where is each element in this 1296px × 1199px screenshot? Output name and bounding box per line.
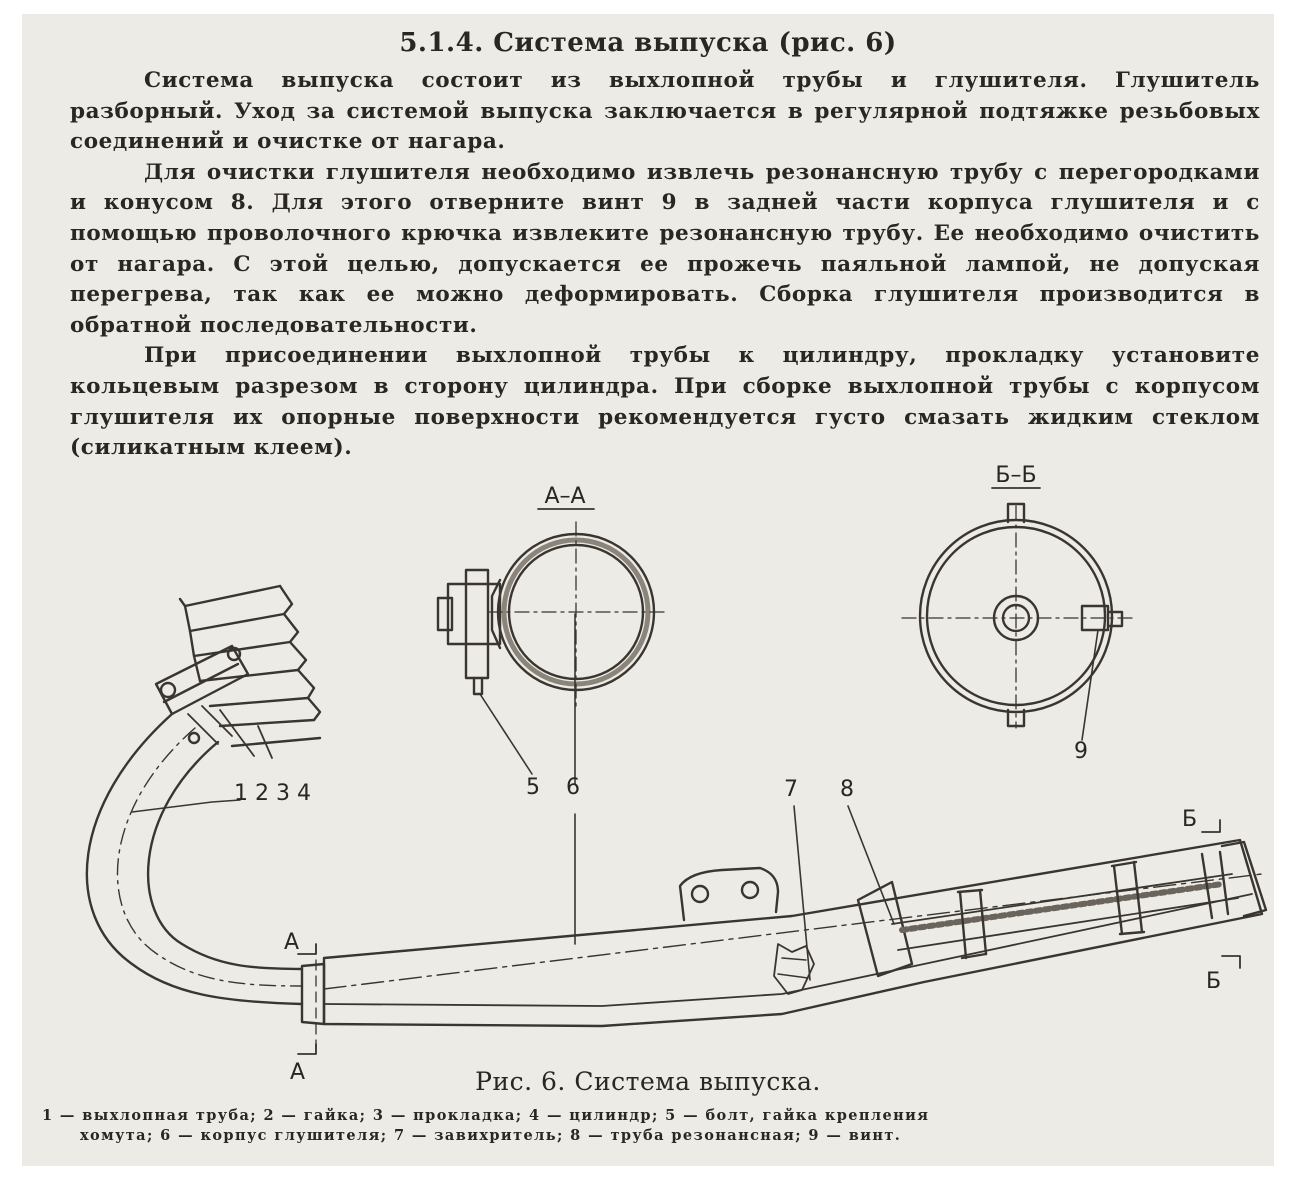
exhaust-system-drawing: А–А Б–Б <box>85 463 1268 1085</box>
legend-line-1: 1 — выхлопная труба; 2 — гайка; 3 — прок… <box>42 1107 930 1124</box>
section-bb: Б–Б <box>901 463 1135 741</box>
callout-5: 5 <box>526 775 540 800</box>
exhaust-flange <box>154 644 273 759</box>
callout-leaders <box>131 613 895 981</box>
cylinder-fins <box>178 584 322 748</box>
cut-marks <box>297 819 1241 1055</box>
section-aa-label: А–А <box>544 484 585 509</box>
paragraph-3: При присоединении выхлопной трубы к цили… <box>70 343 1260 461</box>
exhaust-pipe <box>85 712 326 1026</box>
section-heading: 5.1.4. Система выпуска (рис. 6) <box>399 28 897 58</box>
document-page: 5.1.4. Система выпуска (рис. 6) Система … <box>22 14 1274 1166</box>
figure-caption: Рис. 6. Система выпуска. <box>475 1067 821 1096</box>
callout-7: 7 <box>784 777 798 802</box>
paragraph-1: Система выпуска состоит из выхлопной тру… <box>70 68 1260 155</box>
paragraph-2: Для очистки глушителя необходимо извлечь… <box>70 159 1260 338</box>
section-bb-label: Б–Б <box>995 463 1036 488</box>
section-aa: А–А <box>436 484 669 775</box>
cut-mark-b-bottom: Б <box>1206 969 1221 994</box>
cut-mark-b-top: Б <box>1182 807 1197 832</box>
legend-line-2: хомута; 6 — корпус глушителя; 7 — завихр… <box>80 1127 902 1144</box>
callout-6: 6 <box>566 775 580 800</box>
body-text: Система выпуска состоит из выхлопной тру… <box>70 66 1260 464</box>
muffler-body <box>322 838 1268 1028</box>
callout-8: 8 <box>840 777 854 802</box>
figure-labels: А А Б Б 1 2 3 4 5 6 7 8 9 <box>234 739 1221 1085</box>
cut-mark-a-bottom: А <box>290 1060 305 1085</box>
figure-legend: 1 — выхлопная труба; 2 — гайка; 3 — прок… <box>42 1106 1254 1146</box>
callout-9: 9 <box>1074 739 1088 764</box>
callout-1-2-3-4: 1 2 3 4 <box>234 781 311 806</box>
cut-mark-a-top: А <box>284 930 299 955</box>
